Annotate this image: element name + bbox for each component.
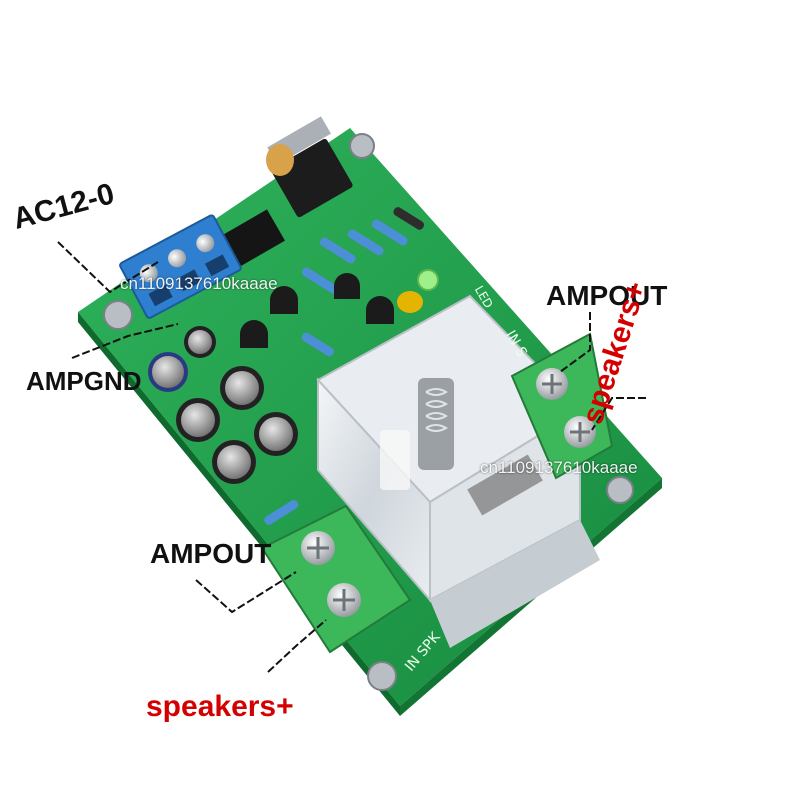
mounting-hole: [367, 661, 397, 691]
annotation-lines: [57, 241, 646, 673]
resistor-array: [264, 207, 425, 525]
speaker-terminal-right: [510, 332, 614, 480]
ac-input-terminal: [119, 214, 242, 319]
transistor: [240, 320, 268, 348]
relay: [316, 294, 600, 648]
electrolytic-capacitors: [148, 326, 298, 484]
transistor: [366, 296, 394, 324]
label-amp-out-bottom: AMPOUT: [150, 538, 272, 569]
mounting-hole: [606, 476, 634, 504]
label-amp-gnd: AMPGND: [26, 366, 142, 396]
watermark-upper: cn1109137610kaaae: [120, 274, 278, 293]
label-speakers-bottom: speakers+: [146, 690, 294, 723]
transistor: [334, 273, 360, 299]
watermark-lower: cn1109137610kaaae: [480, 458, 638, 477]
ceramic-capacitor: [397, 291, 423, 313]
mounting-hole: [103, 300, 133, 330]
label-amp-out-top: AMPOUT: [546, 280, 668, 311]
transistor: [270, 286, 298, 314]
mounting-hole: [349, 133, 375, 159]
speaker-terminal-bottom: [260, 504, 412, 654]
led: [417, 269, 439, 291]
small-capacitor: [266, 144, 294, 176]
